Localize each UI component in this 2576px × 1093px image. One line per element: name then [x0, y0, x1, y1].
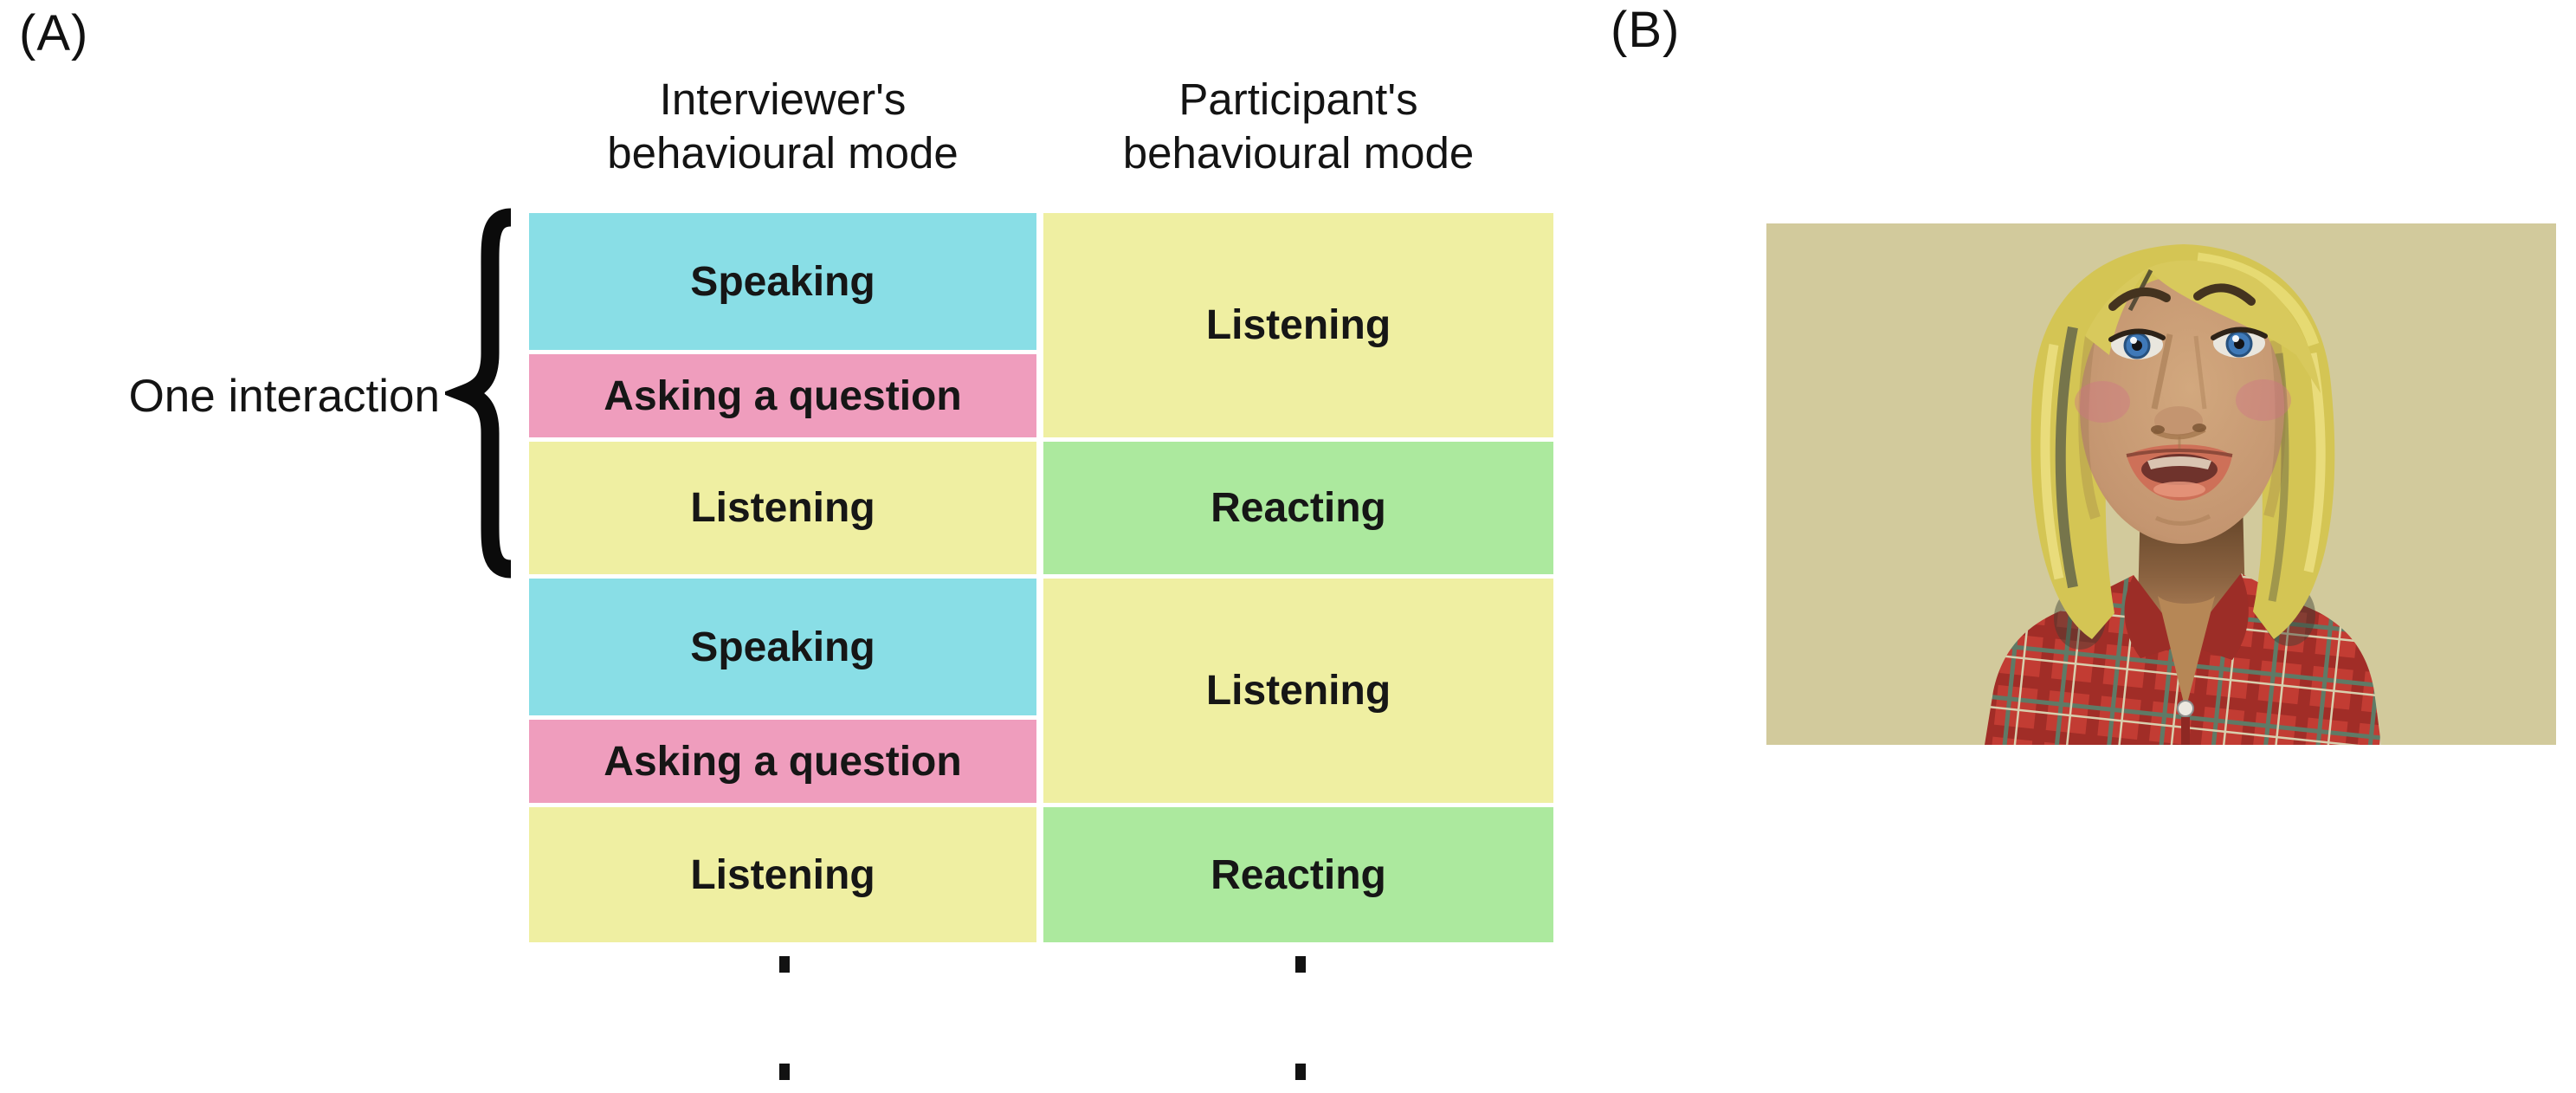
participant-header-line2: behavioural mode — [1122, 128, 1475, 178]
participant-cell-reacting-2: Reacting — [1043, 807, 1553, 942]
one-interaction-brace-icon — [441, 208, 525, 579]
virtual-agent-avatar-image — [1766, 223, 2556, 745]
participant-header-line1: Participant's — [1178, 74, 1418, 124]
continuation-dot — [1295, 1064, 1306, 1080]
panel-b-label: (B) — [1611, 2, 1681, 58]
participant-cell-listening-2: Listening — [1043, 579, 1553, 803]
interviewer-cell-asking-2: Asking a question — [529, 720, 1036, 803]
panel-a-label: (A) — [19, 5, 89, 61]
one-interaction-label: One interaction — [128, 371, 440, 422]
interviewer-cell-listening-1: Listening — [529, 442, 1036, 574]
interviewer-cell-speaking-1: Speaking — [529, 213, 1036, 350]
participant-column-header: Participant's behavioural mode — [1043, 73, 1553, 180]
continuation-dot — [1295, 956, 1306, 973]
interviewer-cell-asking-1: Asking a question — [529, 354, 1036, 437]
interviewer-cell-listening-2: Listening — [529, 807, 1036, 942]
continuation-dot — [779, 1064, 790, 1080]
participant-cell-reacting-1: Reacting — [1043, 442, 1553, 574]
interviewer-header-line1: Interviewer's — [659, 74, 907, 124]
participant-cell-listening-1: Listening — [1043, 213, 1553, 437]
interviewer-column-header: Interviewer's behavioural mode — [529, 73, 1036, 180]
interviewer-cell-speaking-2: Speaking — [529, 579, 1036, 715]
interviewer-header-line2: behavioural mode — [607, 128, 959, 178]
continuation-dot — [779, 956, 790, 973]
